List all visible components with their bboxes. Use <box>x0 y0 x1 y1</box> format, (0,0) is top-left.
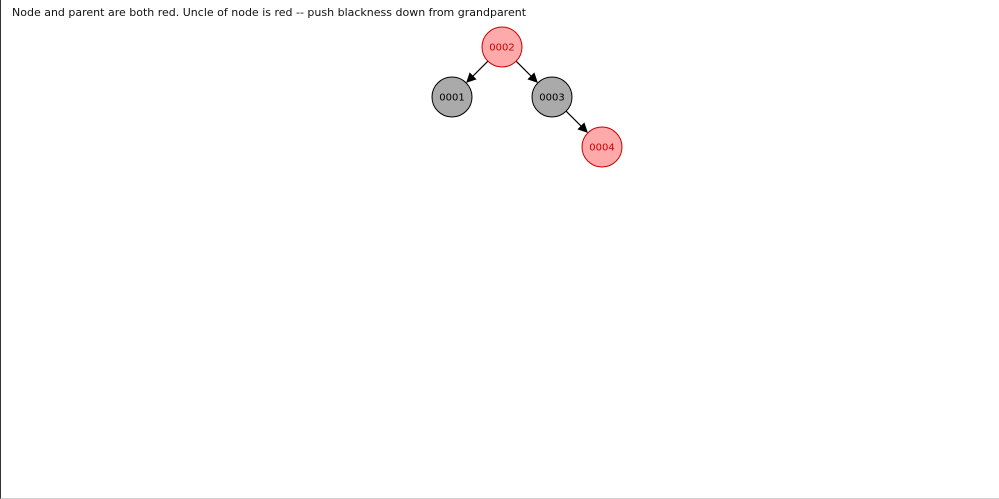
node-label: 0003 <box>539 93 564 104</box>
node-circle <box>431 76 473 118</box>
node-label: 0002 <box>489 43 514 54</box>
tree-node-0003: 0003 <box>531 76 573 118</box>
node-label: 0004 <box>589 143 614 154</box>
node-circle <box>481 26 523 68</box>
tree-node-0002: 0002 <box>481 26 523 68</box>
status-message: Node and parent are both red. Uncle of n… <box>12 6 527 19</box>
node-circle <box>581 126 623 168</box>
tree-node-0001: 0001 <box>431 76 473 118</box>
tree-edge <box>515 60 538 83</box>
tree-edge <box>466 60 489 83</box>
tree-node-0004: 0004 <box>581 126 623 168</box>
node-circle <box>531 76 573 118</box>
tree-edge <box>565 110 588 133</box>
node-label: 0001 <box>439 93 464 104</box>
